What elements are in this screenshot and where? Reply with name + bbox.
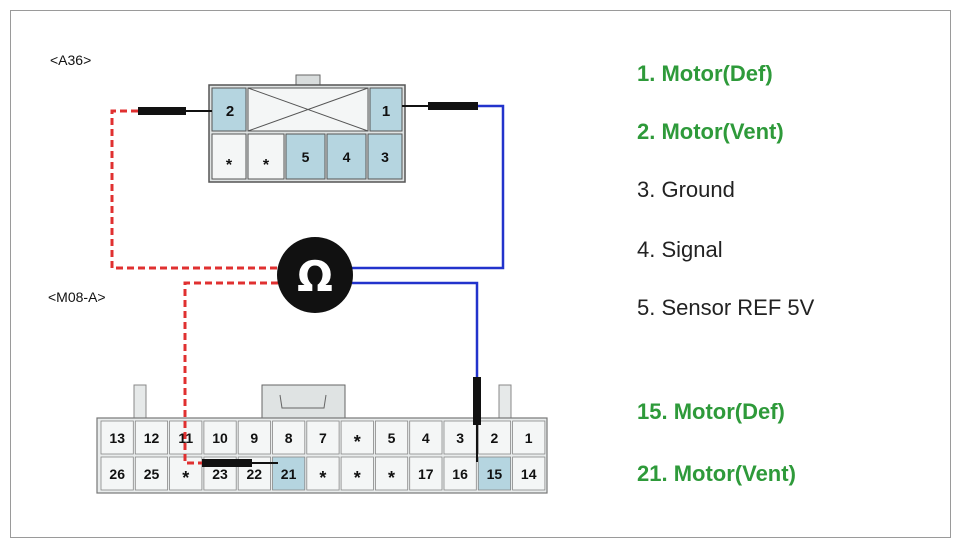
probe-tip (428, 102, 478, 110)
connector-label-a36: <A36> (50, 52, 92, 68)
m08-pin-cell (100, 420, 134, 455)
m08-pin-label: 8 (285, 430, 293, 446)
m08-pin-label: 7 (319, 430, 327, 446)
a36-pin-label: * (226, 157, 233, 174)
a36-pin-2 (211, 87, 247, 132)
m08-pin-cell (134, 420, 169, 455)
m08-pin-cell (512, 456, 546, 491)
connector-a36: 2 1 * * 5 4 3 (208, 74, 406, 183)
legend-item-15: 15. Motor(Def) (637, 399, 785, 424)
m08-pin-label: 13 (109, 430, 125, 446)
m08-pin-cell (100, 456, 134, 491)
m08-pin-label: 3 (456, 430, 464, 446)
m08-pin-label: * (319, 468, 326, 488)
m08-pin-label: 2 (491, 430, 499, 446)
a36-pin-cell (285, 133, 326, 180)
legend-item-21: 21. Motor(Vent) (637, 461, 796, 486)
m08-pin-cell (512, 420, 546, 455)
m08-pin-cell (237, 420, 271, 455)
m08-pin-cell (409, 420, 443, 455)
legend-item-4: 4. Signal (637, 237, 723, 262)
a36-pin-1-label: 1 (382, 103, 390, 120)
a36-pin-cell (211, 133, 247, 180)
m08-pin-cell (134, 456, 169, 491)
m08-pin-cell (169, 456, 203, 491)
m08-pin-cell (340, 420, 374, 455)
m08-pin-label: 12 (144, 430, 160, 446)
m08-pin-cell (203, 420, 237, 455)
m08-pin-cell (409, 456, 443, 491)
a36-pin-cell (247, 133, 285, 180)
a36-pin-1 (369, 87, 403, 132)
a36-pin-label: 5 (302, 149, 310, 165)
legend-item-2: 2. Motor(Vent) (637, 119, 784, 144)
m08-pin-label: 25 (144, 466, 160, 482)
m08-pin-label: 5 (388, 430, 396, 446)
m08-pin-cell (306, 456, 340, 491)
a36-pin-label: 4 (343, 149, 351, 165)
m08-pin-label: 17 (418, 466, 434, 482)
m08-pin-cell (477, 420, 511, 455)
m08-pin-label: 26 (109, 466, 125, 482)
probe-tip (473, 377, 481, 425)
a36-pin-2-label: 2 (226, 103, 234, 120)
m08-pin-label: 21 (281, 466, 297, 482)
m08-pin-label: 16 (452, 466, 468, 482)
m08-pin-cell (306, 420, 340, 455)
diagram-frame (10, 10, 951, 538)
connector-label-m08a: <M08-A> (48, 289, 106, 305)
a36-pin-label: * (263, 157, 270, 174)
legend-item-5: 5. Sensor REF 5V (637, 295, 815, 320)
m08-pin-label: 14 (521, 466, 537, 482)
m08-pin-label: 23 (212, 466, 228, 482)
m08-pin-cell (340, 456, 374, 491)
ohm-symbol: Ω (297, 252, 333, 301)
m08-pin-label: 9 (250, 430, 258, 446)
m08-pin-label: 22 (247, 466, 263, 482)
m08-pin-label: 4 (422, 430, 430, 446)
m08-pin-label: 10 (212, 430, 228, 446)
a36-pin-cell (367, 133, 403, 180)
probe-tip (138, 107, 186, 115)
m08-pin-label: * (182, 468, 189, 488)
ohmmeter-icon: Ω (277, 237, 353, 313)
m08-pin-cell (477, 456, 511, 491)
legend-item-3: 3. Ground (637, 177, 735, 202)
m08-pin-cell (374, 456, 409, 491)
m08-pin-label: 15 (487, 466, 503, 482)
m08-pin-label: * (354, 432, 361, 452)
probe-tip (202, 459, 252, 467)
a36-pin-label: 3 (381, 149, 389, 165)
m08-pin-label: 1 (525, 430, 533, 446)
m08-pin-label: * (354, 468, 361, 488)
a36-pin-cell (326, 133, 367, 180)
probe-wires (110, 102, 505, 467)
m08-pin-label: * (388, 468, 395, 488)
m08-pin-cell (443, 456, 477, 491)
m08-pin-cell (272, 420, 306, 455)
legend-item-1: 1. Motor(Def) (637, 61, 773, 86)
m08-pin-cell (374, 420, 409, 455)
